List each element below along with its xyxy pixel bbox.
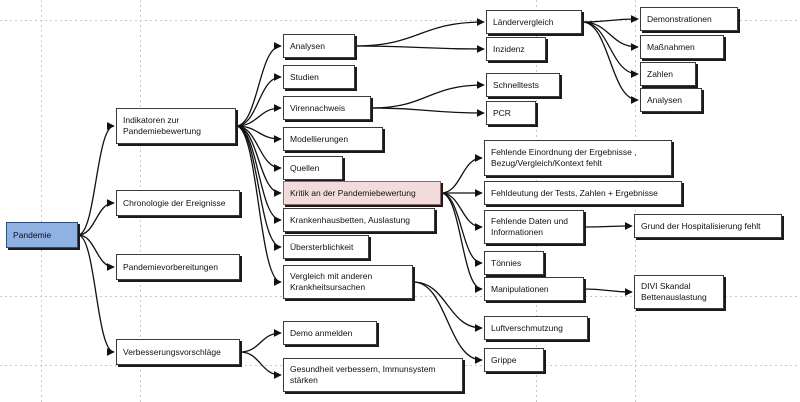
node-demo-anmelden[interactable]: Demo anmelden <box>283 321 377 345</box>
node-analysen[interactable]: Analysen <box>283 34 355 58</box>
node-krankenhausbetten[interactable]: Krankenhausbetten, Auslastung <box>283 208 435 232</box>
connector-indikatoren-to-vergleich <box>235 125 282 286</box>
connector-laendervergleich-to-massnahmen <box>581 21 639 51</box>
connector-manipulationen-to-divi <box>583 288 633 296</box>
node-fehldeutung[interactable]: Fehldeutung der Tests, Zahlen + Ergebnis… <box>484 181 682 205</box>
connector-pandemie-to-verbesserung <box>77 234 115 356</box>
node-virennachweis[interactable]: Virennachweis <box>283 96 371 120</box>
connector-indikatoren-to-analysen <box>235 42 282 127</box>
node-pandemievorbereitungen[interactable]: Pandemievorbereitungen <box>116 254 240 280</box>
connector-vergleich-to-grippe <box>412 281 483 364</box>
node-demonstrationen[interactable]: Demonstrationen <box>640 7 738 31</box>
node-fehlende-daten[interactable]: Fehlende Daten und Informationen <box>484 210 584 244</box>
connector-indikatoren-to-uebersterblichkeit <box>235 125 282 251</box>
connector-vergleich-to-luftverschmutzung <box>412 281 483 332</box>
node-vergleich-krankheitsursachen[interactable]: Vergleich mit anderen Krankheitsursachen <box>283 265 413 299</box>
node-fehlende-einordnung[interactable]: Fehlende Einordnung der Ergebnisse , Bez… <box>484 140 672 176</box>
connector-kritik-to-toennies <box>440 192 483 267</box>
connector-kritik-to-fehlende_einordnung <box>440 154 483 194</box>
connector-pandemie-to-vorbereitungen <box>77 234 115 271</box>
connector-verbesserung-to-gesundheit <box>239 351 282 379</box>
node-laendervergleich[interactable]: Ländervergleich <box>486 10 582 34</box>
node-kritik-pandemiebewertung[interactable]: Kritik an der Pandemiebewertung <box>283 181 441 205</box>
node-grippe[interactable]: Grippe <box>484 348 544 372</box>
connector-laendervergleich-to-zahlen <box>581 21 639 78</box>
connector-virennachweis-to-pcr <box>370 107 485 117</box>
connector-indikatoren-to-kritik <box>235 125 282 197</box>
node-pcr[interactable]: PCR <box>486 101 536 125</box>
node-inzidenz[interactable]: Inzidenz <box>486 37 546 61</box>
node-pandemie[interactable]: Pandemie <box>6 222 78 248</box>
connector-verbesserung-to-demo_anmelden <box>239 329 282 353</box>
node-manipulationen[interactable]: Manipulationen <box>484 277 584 301</box>
node-luftverschmutzung[interactable]: Luftverschmutzung <box>484 316 588 340</box>
node-quellen[interactable]: Quellen <box>283 156 343 180</box>
node-zahlen[interactable]: Zahlen <box>640 62 696 86</box>
node-massnahmen[interactable]: Maßnahmen <box>640 35 724 59</box>
connector-pandemie-to-chronologie <box>77 199 115 236</box>
connector-laendervergleich-to-demonstrationen <box>581 15 639 23</box>
node-uebersterblichkeit[interactable]: Übersterblichkeit <box>283 235 369 259</box>
node-studien[interactable]: Studien <box>283 65 355 89</box>
node-gesundheit-verbessern[interactable]: Gesundheit verbessern, Immunsystem stärk… <box>283 358 463 392</box>
connector-laendervergleich-to-analysen2 <box>581 21 639 104</box>
connector-indikatoren-to-virennachweis <box>235 104 282 127</box>
node-schnelltests[interactable]: Schnelltests <box>486 73 560 97</box>
node-divi-skandal[interactable]: DIVI Skandal Bettenauslastung <box>634 275 724 309</box>
connector-virennachweis-to-schnelltests <box>370 81 485 109</box>
connector-fehlende_daten-to-hospitalisierung <box>583 222 633 230</box>
connector-analysen-to-inzidenz <box>354 45 485 53</box>
node-modellierungen[interactable]: Modellierungen <box>283 127 383 151</box>
node-indikatoren[interactable]: Indikatoren zur Pandemiebewertung <box>116 108 236 144</box>
node-verbesserungsvorschlaege[interactable]: Verbesserungsvorschläge <box>116 339 240 365</box>
node-analysen-laendervergleich[interactable]: Analysen <box>640 88 702 112</box>
node-grund-hospitalisierung[interactable]: Grund der Hospitalisierung fehlt <box>634 214 782 238</box>
node-chronologie[interactable]: Chronologie der Ereignisse <box>116 190 240 216</box>
connector-indikatoren-to-studien <box>235 73 282 127</box>
node-toennies[interactable]: Tönnies <box>484 251 544 275</box>
connector-kritik-to-fehlende_daten <box>440 192 483 231</box>
connector-pandemie-to-indikatoren <box>77 122 115 236</box>
connector-kritik-to-manipulationen <box>440 192 483 293</box>
connector-analysen-to-laendervergleich <box>354 18 485 47</box>
